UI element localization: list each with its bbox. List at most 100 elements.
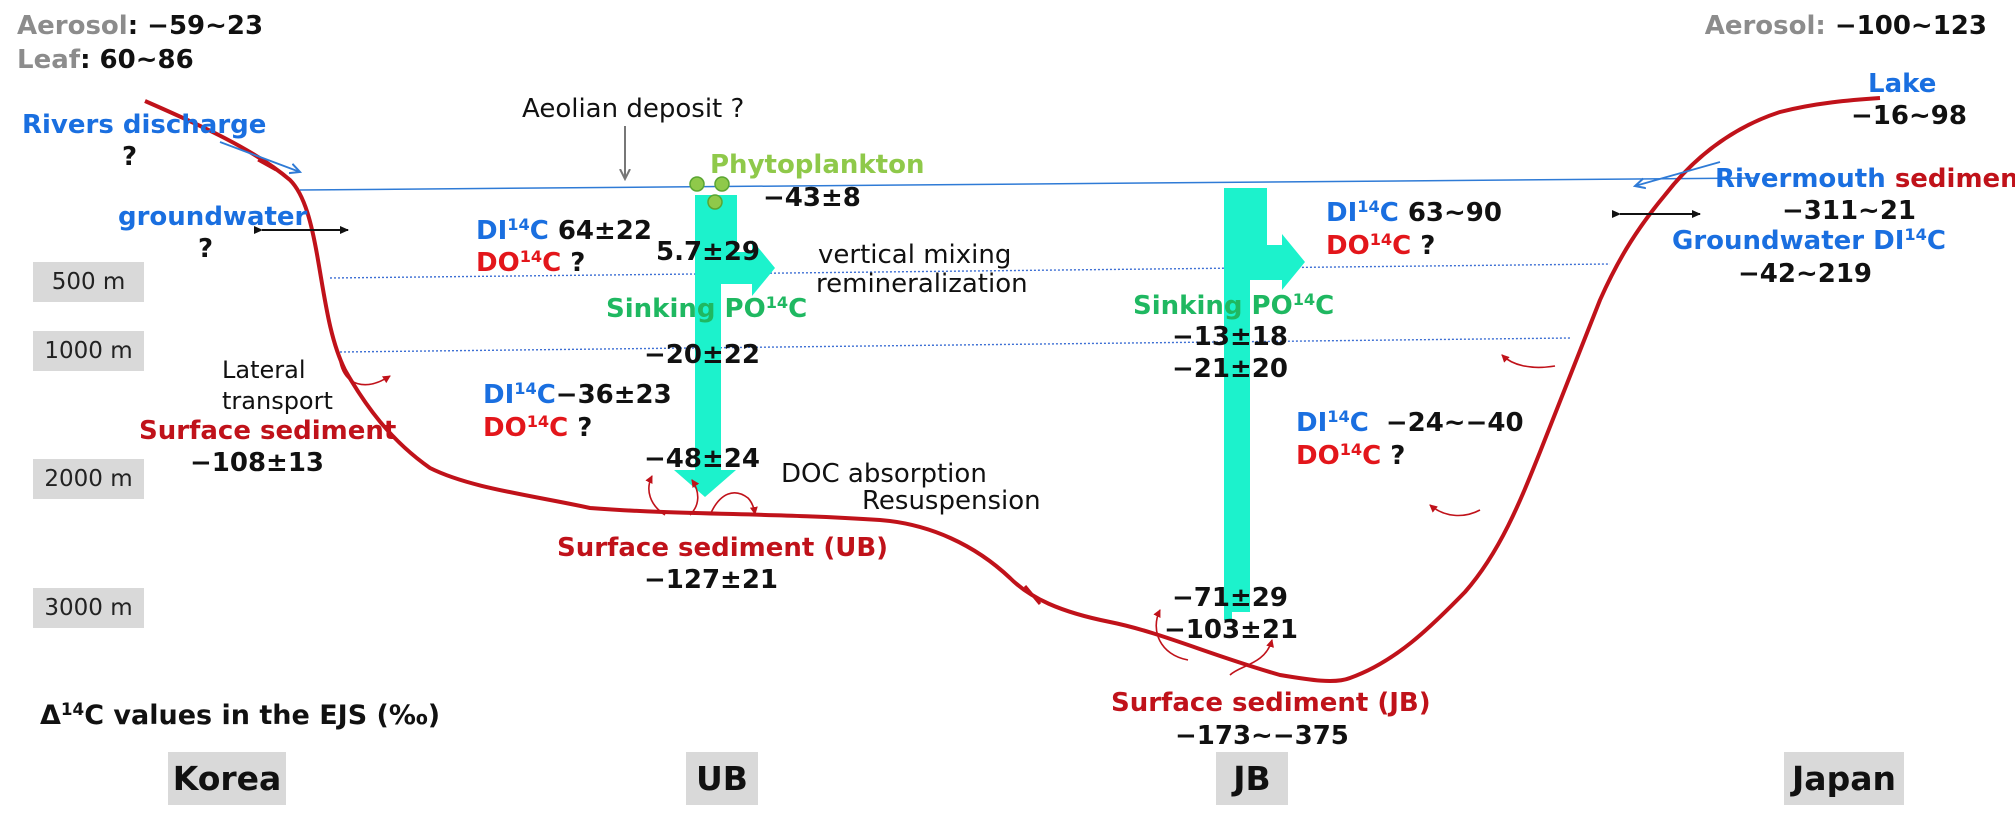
korea-leaf-value: : 60~86 bbox=[80, 45, 194, 75]
depth-label-3000: 3000 m bbox=[33, 588, 144, 628]
isotope-c: C bbox=[542, 248, 562, 278]
ub-sinking-v3: −48±24 bbox=[644, 444, 760, 474]
lateral-label-2: transport bbox=[222, 387, 333, 415]
rivers-discharge-value: ? bbox=[122, 142, 138, 172]
jb-resuspension-arrow-right bbox=[1229, 639, 1274, 676]
jb-upper-dic-value: 63~90 bbox=[1407, 198, 1502, 228]
resuspension-label: Resuspension bbox=[862, 486, 1041, 516]
isotope-c: C bbox=[1315, 291, 1335, 321]
depth-label-500: 500 m bbox=[33, 262, 144, 302]
resuspension-arrow-left bbox=[645, 475, 666, 516]
seafloor-profile bbox=[144, 96, 1881, 683]
phytoplankton-label: Phytoplankton bbox=[710, 150, 925, 180]
jb-sediment-label: Surface sediment (JB) bbox=[1111, 688, 1431, 718]
rivermouth-label: Rivermouth sediment bbox=[1715, 166, 2015, 192]
rivers-discharge-label: Rivers discharge bbox=[22, 110, 267, 140]
diagram-caption: Δ14C values in the EJS (‰) bbox=[40, 700, 441, 731]
caption-rest: C values in the EJS (‰) bbox=[84, 700, 441, 731]
aeolian-deposit-label: Aeolian deposit ? bbox=[522, 94, 745, 124]
ub-sinking-v1: 5.7±29 bbox=[656, 237, 761, 267]
groundwater-dic-value: −42~219 bbox=[1738, 259, 1873, 289]
jb-upper-doc: DO14C ? bbox=[1326, 231, 1436, 261]
ub-upper-doc-value: ? bbox=[570, 248, 586, 278]
profile-fold-korea bbox=[257, 158, 277, 172]
korea-leaf-label: Leaf bbox=[17, 45, 81, 75]
korea-aerosol: Aerosol: −59~23 bbox=[17, 13, 263, 39]
rivermouth-label-blue: Rivermouth bbox=[1715, 164, 1886, 194]
vertical-mixing-label: vertical mixing bbox=[818, 240, 1012, 270]
jb-sinking-arrow bbox=[1224, 188, 1305, 620]
depth-line-1000 bbox=[339, 337, 1571, 353]
isotope-sup: 14 bbox=[526, 412, 550, 432]
isotope-c: C bbox=[1392, 231, 1412, 261]
isotope-sup: 14 bbox=[1904, 225, 1927, 245]
isotope-sup: 14 bbox=[1327, 407, 1350, 427]
korea-sediment-label: Surface sediment bbox=[139, 416, 397, 446]
region-ub: UB bbox=[686, 752, 758, 805]
lake-label: Lake bbox=[1868, 69, 1937, 99]
profile-fold-ub bbox=[1023, 585, 1042, 605]
ub-sinking-label-prefix: Sinking PO bbox=[606, 294, 766, 324]
ub-mid-dic-value: −36±23 bbox=[555, 380, 672, 410]
jb-sediment-value: −173~−375 bbox=[1175, 721, 1349, 751]
korea-sediment-value: −108±13 bbox=[190, 448, 325, 478]
jb-resuspension-arrow-left bbox=[1153, 609, 1189, 661]
dic-prefix: DI bbox=[1326, 198, 1358, 228]
region-jb: JB bbox=[1216, 752, 1288, 805]
groundwater-value: ? bbox=[198, 234, 214, 264]
jb-sinking-label-prefix: Sinking PO bbox=[1133, 291, 1293, 321]
isotope-sup: 14 bbox=[514, 379, 537, 399]
phytoplankton-dot bbox=[689, 176, 705, 192]
doc-prefix: DO bbox=[476, 248, 520, 278]
depth-line-500 bbox=[329, 263, 1611, 279]
dic-prefix: DI bbox=[476, 216, 508, 246]
ub-upper-dic: DI14C 64±22 bbox=[476, 215, 652, 246]
isotope-sup: 14 bbox=[1292, 290, 1316, 310]
resuspension-arrow-left2 bbox=[689, 479, 700, 516]
lake-value: −16~98 bbox=[1851, 101, 1967, 131]
dic-prefix: DI bbox=[1296, 408, 1328, 438]
groundwater-label: groundwater bbox=[118, 202, 308, 232]
ub-sinking-v2: −20±22 bbox=[644, 340, 760, 370]
depth-label-1000: 1000 m bbox=[33, 331, 144, 371]
ub-sinking-arrow bbox=[674, 195, 775, 497]
phytoplankton-dot bbox=[714, 176, 730, 192]
jb-upper-doc-value: ? bbox=[1420, 231, 1436, 261]
phytoplankton-dot bbox=[707, 194, 723, 210]
ub-upper-doc: DO14C ? bbox=[476, 248, 586, 278]
jb-mid-dic-value: −24~−40 bbox=[1385, 408, 1524, 438]
rivermouth-value: −311~21 bbox=[1782, 196, 1917, 226]
japan-lateral-arrow-lower bbox=[1429, 504, 1481, 517]
japan-aerosol-value: −100~123 bbox=[1834, 11, 1987, 41]
dic-prefix: DI bbox=[483, 380, 515, 410]
jb-sinking-v4: −103±21 bbox=[1164, 615, 1299, 645]
jb-mid-doc: DO14C ? bbox=[1296, 441, 1405, 471]
groundwater-dic-prefix: Groundwater DI bbox=[1672, 226, 1905, 256]
isotope-c: C bbox=[1349, 408, 1369, 438]
region-korea: Korea bbox=[168, 752, 286, 805]
isotope-sup: 14 bbox=[1357, 197, 1380, 217]
jb-sinking-label: Sinking PO14C bbox=[1133, 290, 1335, 321]
doc-prefix: DO bbox=[1326, 231, 1370, 261]
ub-mid-dic: DI14C−36±23 bbox=[483, 379, 672, 410]
doc-absorption-label: DOC absorption bbox=[781, 459, 987, 489]
isotope-c: C bbox=[1362, 441, 1382, 471]
caption-delta: Δ bbox=[40, 700, 61, 731]
jb-sinking-v3: −71±29 bbox=[1172, 583, 1288, 613]
ub-mid-doc-value: ? bbox=[577, 413, 593, 443]
doc-prefix: DO bbox=[1296, 441, 1340, 471]
isotope-c: C bbox=[549, 413, 569, 443]
remineralization-label: remineralization bbox=[816, 269, 1028, 299]
japan-aerosol-label: Aerosol: bbox=[1704, 11, 1826, 41]
ub-sinking-label: Sinking PO14C bbox=[606, 294, 807, 324]
ub-sediment-value: −127±21 bbox=[644, 565, 779, 595]
isotope-sup: 14 bbox=[507, 215, 530, 235]
lateral-transport-arrow bbox=[339, 361, 391, 386]
rivermouth-label-red: sediment bbox=[1894, 164, 2015, 194]
isotope-c: C bbox=[1379, 198, 1399, 228]
korea-leaf: Leaf: 60~86 bbox=[17, 47, 194, 73]
doc-prefix: DO bbox=[483, 413, 527, 443]
groundwater-dic-label: Groundwater DI14C bbox=[1672, 225, 1946, 256]
phytoplankton-value: −43±8 bbox=[763, 183, 861, 213]
korea-aerosol-label: Aerosol bbox=[17, 11, 128, 41]
